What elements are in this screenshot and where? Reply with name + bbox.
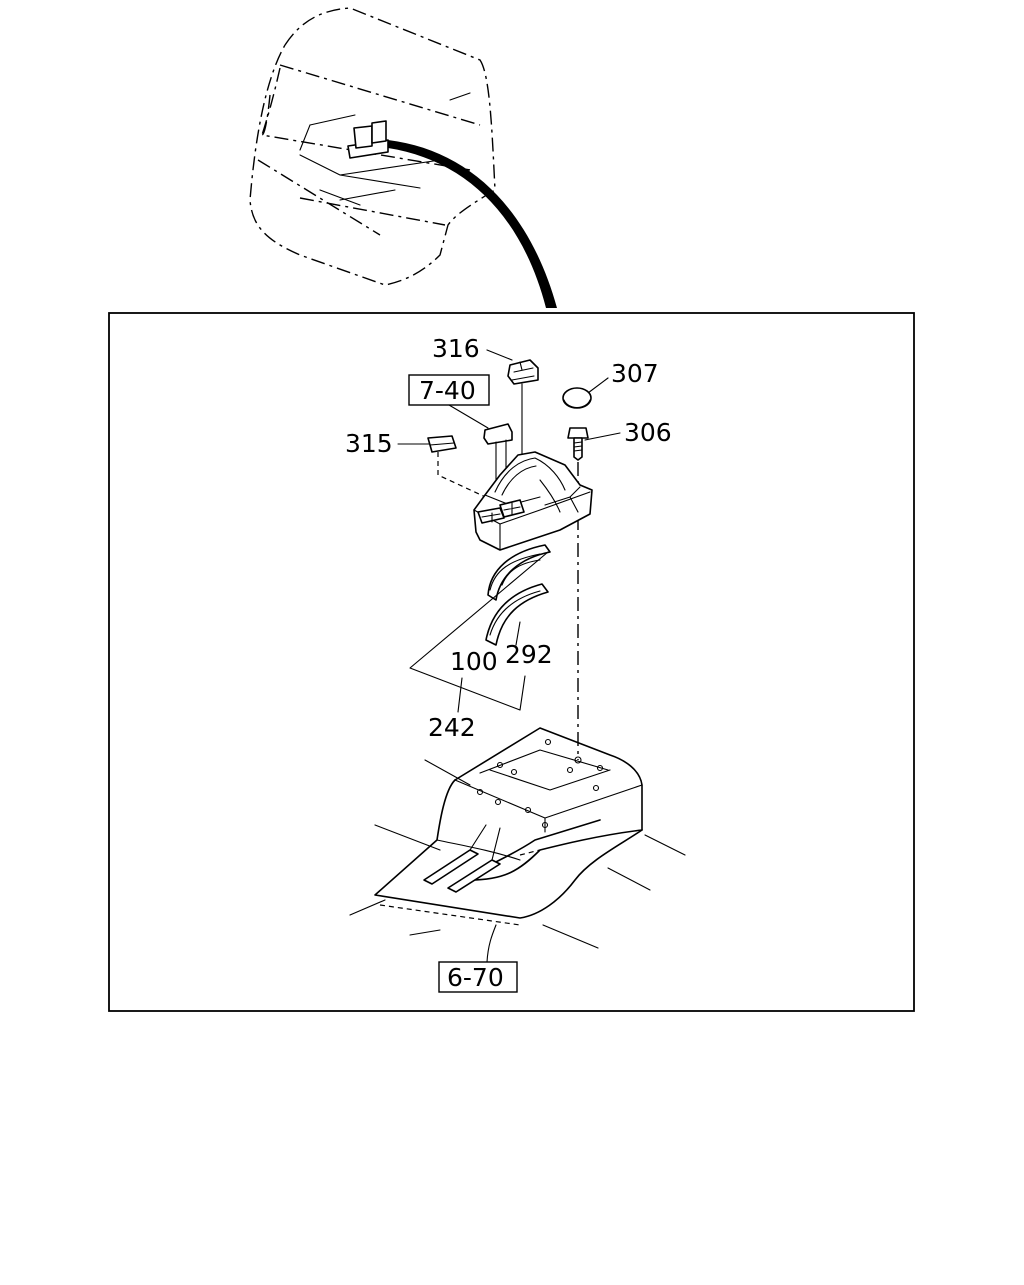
plate-292 [485, 583, 549, 646]
label-242: 242 [428, 713, 476, 742]
shifter-housing [473, 451, 593, 551]
label-315: 315 [345, 429, 393, 458]
bracket-242 [409, 551, 549, 713]
floor-console-6-70 [349, 727, 686, 949]
cab-overview [249, 7, 496, 286]
part-315-pad [427, 435, 457, 453]
part-316-clip [507, 359, 539, 385]
label-100: 100 [450, 647, 498, 676]
ref-7-40-label: 7-40 [419, 376, 476, 405]
ref-box-7-40[interactable]: 7-40 [408, 374, 490, 406]
ref-6-70-label: 6-70 [447, 963, 504, 992]
detail-callout-leader [388, 140, 557, 308]
detail-frame [108, 312, 915, 1012]
plate-100 [487, 544, 551, 601]
label-306: 306 [624, 418, 672, 447]
label-316: 316 [432, 334, 480, 363]
label-292: 292 [505, 640, 553, 669]
part-307-cap [562, 387, 592, 409]
label-307: 307 [611, 359, 659, 388]
ref-box-6-70[interactable]: 6-70 [438, 961, 518, 993]
part-306-bolt [567, 427, 589, 461]
